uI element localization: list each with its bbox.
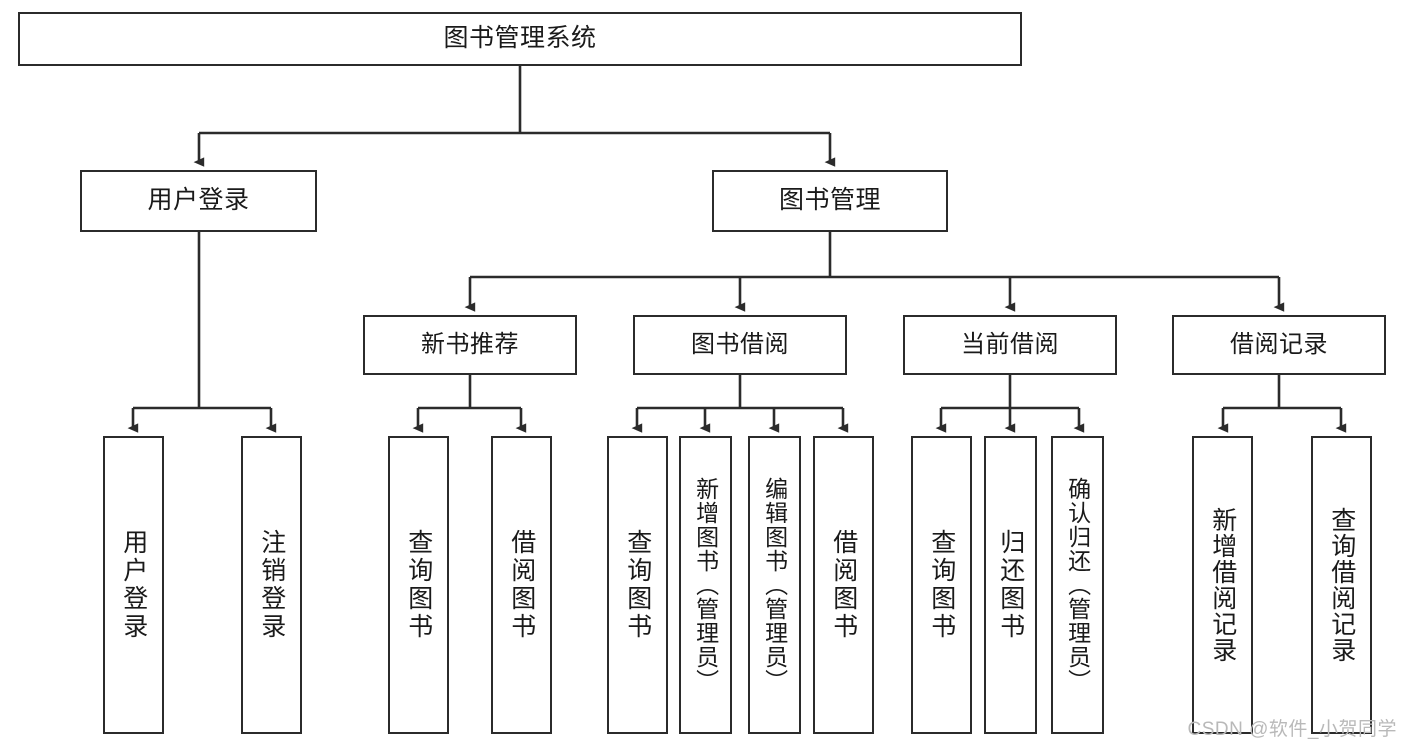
- node-book-borrow-label: 图书借阅: [691, 330, 789, 358]
- node-leaf-query-record[interactable]: 查询借阅记录: [1311, 436, 1372, 734]
- node-user-login[interactable]: 用户登录: [80, 170, 317, 232]
- node-leaf-add-record-label: 新增借阅记录: [1208, 507, 1237, 663]
- node-borrow-record-label: 借阅记录: [1230, 330, 1328, 358]
- node-leaf-query-book-2[interactable]: 查询图书: [607, 436, 668, 734]
- node-leaf-edit-book[interactable]: 编辑图书（管理员）: [748, 436, 801, 734]
- node-root-label: 图书管理系统: [443, 24, 597, 53]
- node-leaf-confirm-return[interactable]: 确认归还（管理员）: [1051, 436, 1104, 734]
- node-leaf-logout-login-label: 注销登录: [257, 529, 286, 641]
- node-new-book-recommend-label: 新书推荐: [421, 330, 519, 358]
- node-leaf-return-book[interactable]: 归还图书: [984, 436, 1037, 734]
- node-book-manage[interactable]: 图书管理: [712, 170, 948, 232]
- node-leaf-logout-login[interactable]: 注销登录: [241, 436, 302, 734]
- csdn-watermark: CSDN @软件_小贺同学: [1187, 719, 1397, 740]
- node-leaf-borrow-book-1-label: 借阅图书: [507, 529, 536, 641]
- node-book-borrow[interactable]: 图书借阅: [633, 315, 847, 375]
- node-leaf-query-record-label: 查询借阅记录: [1327, 507, 1356, 663]
- node-leaf-query-book-1-label: 查询图书: [404, 529, 433, 641]
- node-root[interactable]: 图书管理系统: [18, 12, 1022, 66]
- node-leaf-add-book[interactable]: 新增图书（管理员）: [679, 436, 732, 734]
- node-leaf-edit-book-label: 编辑图书（管理员）: [761, 477, 788, 693]
- node-current-borrow-label: 当前借阅: [961, 330, 1059, 358]
- node-user-login-label: 用户登录: [147, 186, 250, 215]
- node-leaf-borrow-book-2[interactable]: 借阅图书: [813, 436, 874, 734]
- node-leaf-confirm-return-label: 确认归还（管理员）: [1064, 477, 1091, 693]
- node-leaf-query-book-1[interactable]: 查询图书: [388, 436, 449, 734]
- node-current-borrow[interactable]: 当前借阅: [903, 315, 1117, 375]
- node-leaf-return-book-label: 归还图书: [996, 529, 1025, 641]
- node-new-book-recommend[interactable]: 新书推荐: [363, 315, 577, 375]
- node-leaf-borrow-book-2-label: 借阅图书: [829, 529, 858, 641]
- node-leaf-add-record[interactable]: 新增借阅记录: [1192, 436, 1253, 734]
- node-leaf-user-login[interactable]: 用户登录: [103, 436, 164, 734]
- node-leaf-add-book-label: 新增图书（管理员）: [692, 477, 719, 693]
- node-leaf-query-book-3-label: 查询图书: [927, 529, 956, 641]
- node-leaf-borrow-book-1[interactable]: 借阅图书: [491, 436, 552, 734]
- node-leaf-user-login-label: 用户登录: [119, 529, 148, 641]
- node-leaf-query-book-3[interactable]: 查询图书: [911, 436, 972, 734]
- node-borrow-record[interactable]: 借阅记录: [1172, 315, 1386, 375]
- node-book-manage-label: 图书管理: [778, 186, 881, 215]
- node-leaf-query-book-2-label: 查询图书: [623, 529, 652, 641]
